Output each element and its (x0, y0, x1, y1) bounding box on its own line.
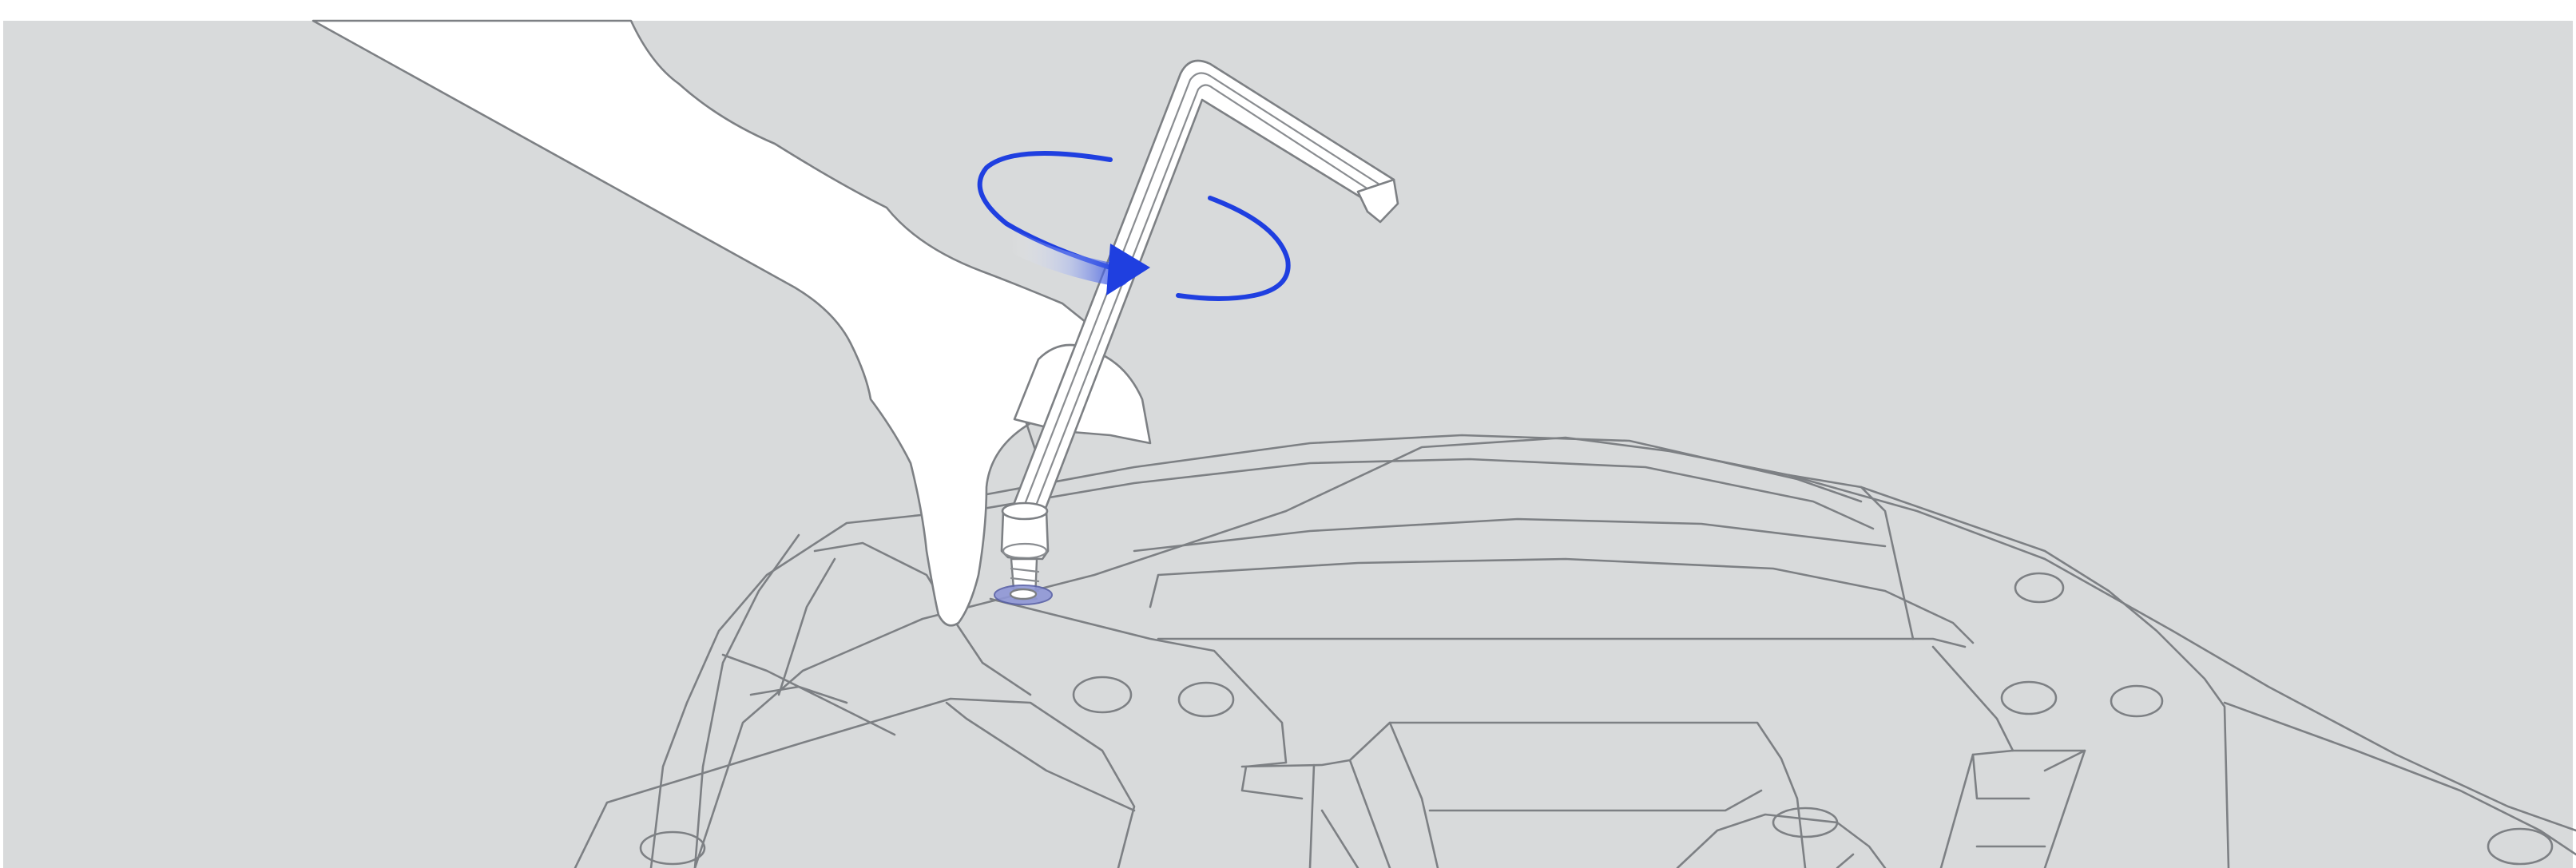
assembly-illustration (0, 0, 2576, 868)
illustration-canvas (0, 0, 2576, 868)
